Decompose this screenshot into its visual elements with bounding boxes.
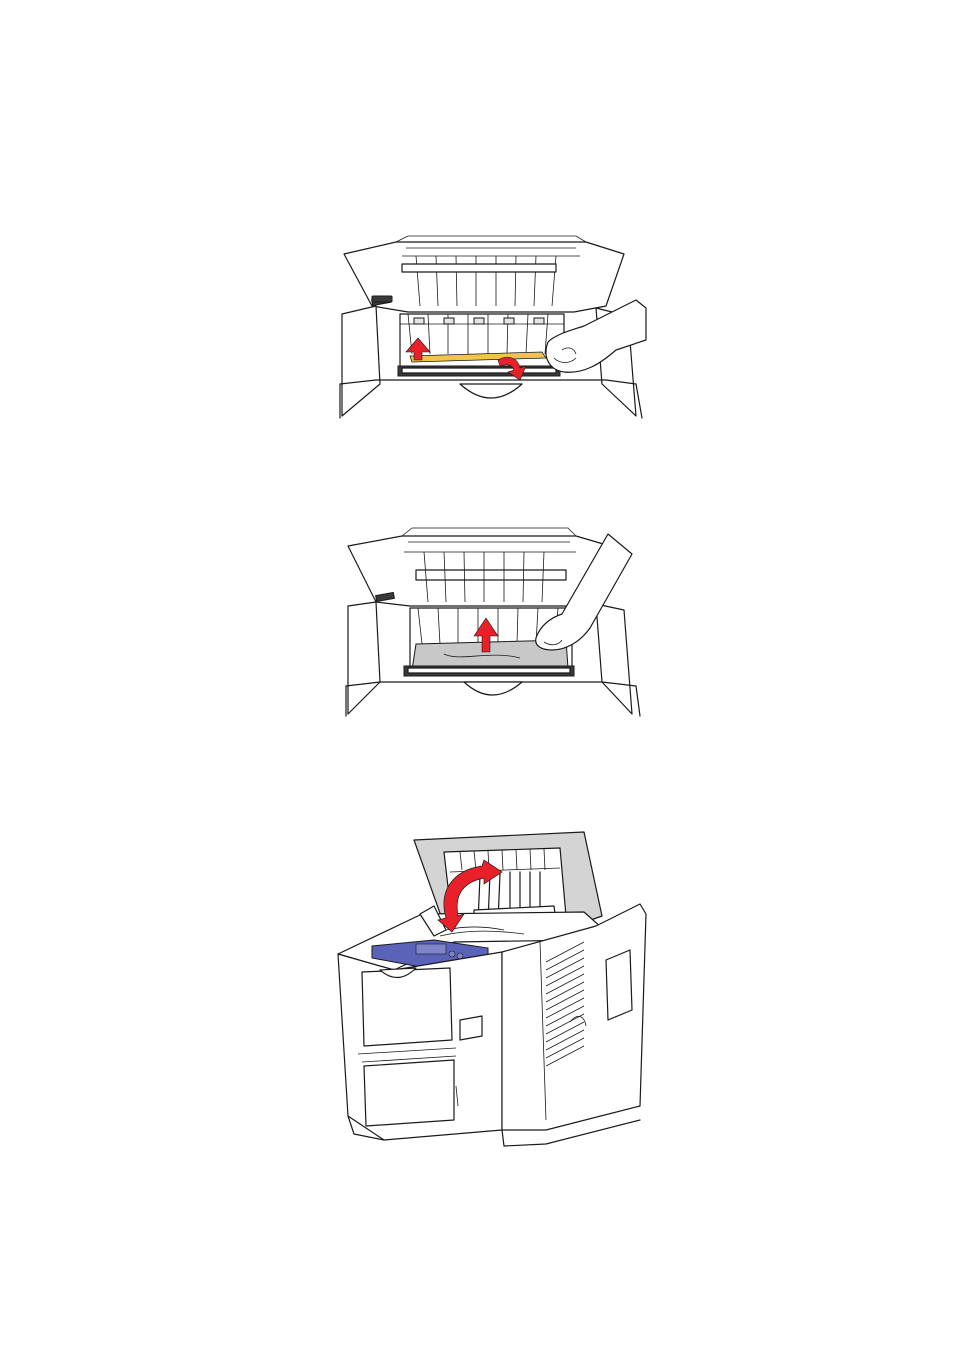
printer-exterior-illustration	[334, 830, 654, 1150]
figure-lift-paper-guide	[340, 526, 640, 716]
printer-interior-illustration-2	[340, 526, 640, 716]
printer-interior-illustration-1	[336, 234, 646, 418]
figure-remove-jammed-paper	[336, 234, 646, 418]
figure-close-top-cover	[334, 830, 654, 1150]
